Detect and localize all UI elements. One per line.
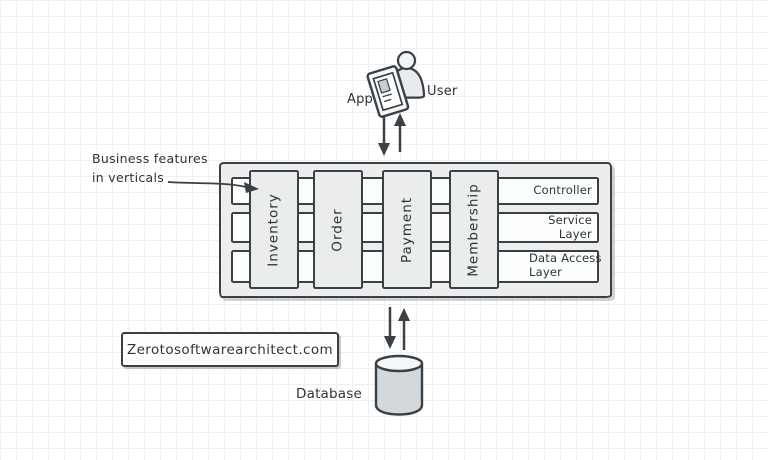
- database-cylinder-icon: [374, 354, 424, 416]
- vertical-inventory-label: Inventory: [266, 192, 283, 267]
- vertical-inventory: Inventory: [249, 170, 299, 289]
- person-head-icon: [396, 50, 417, 71]
- layer-label-data-access: Data Access Layer: [529, 251, 602, 279]
- smartphone-icon: [366, 65, 410, 118]
- vertical-order-label: Order: [330, 207, 346, 252]
- annotation-note: Business features in verticals: [92, 149, 208, 187]
- layer-label-line: Controller: [533, 183, 592, 197]
- layer-label-line: Data Access: [529, 251, 602, 265]
- layer-label-line: Layer: [529, 265, 563, 279]
- vertical-payment-label: Payment: [399, 196, 416, 263]
- user-figure-icon: [366, 50, 426, 118]
- vertical-payment: Payment: [382, 170, 432, 289]
- website-label: Zerotosoftwarearchitect.com: [126, 341, 334, 358]
- vertical-membership: Membership: [449, 170, 499, 289]
- vertical-order: Order: [313, 170, 363, 289]
- layer-label-line: Service: [548, 213, 592, 227]
- container-to-database-arrow: [384, 307, 396, 349]
- annotation-line-2: in verticals: [92, 170, 165, 185]
- vertical-membership-label: Membership: [466, 182, 483, 277]
- app-label: App: [347, 92, 373, 107]
- layer-label-line: Layer: [558, 227, 592, 241]
- layer-label-service: Service Layer: [548, 213, 592, 241]
- architecture-container: Controller Service Layer Data Access Lay…: [219, 162, 612, 298]
- annotation-line-1: Business features: [92, 151, 208, 166]
- layer-label-controller: Controller: [533, 183, 592, 197]
- database-label: Database: [296, 386, 363, 402]
- user-label: User: [427, 84, 458, 99]
- database-to-container-arrow: [398, 308, 410, 350]
- website-plate: Zerotosoftwarearchitect.com: [121, 332, 339, 367]
